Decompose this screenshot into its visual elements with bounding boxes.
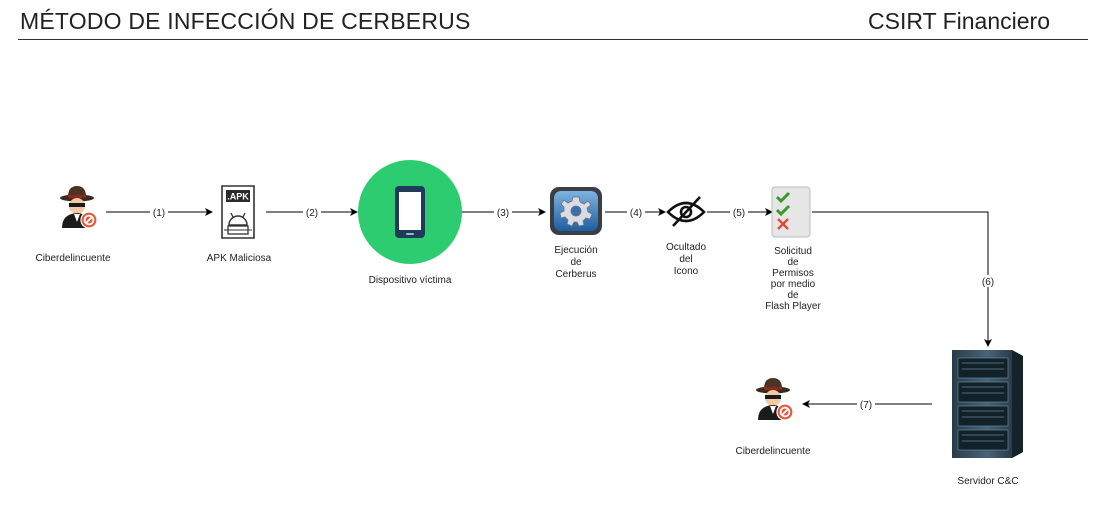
- node-label-line-1: Ocultado: [666, 242, 706, 253]
- edge-label-5: (5): [733, 208, 745, 219]
- edge-7: (7): [802, 398, 932, 411]
- forbidden-badge-icon: [776, 403, 794, 421]
- node-label: Dispositivo víctima: [369, 275, 452, 286]
- node-attacker-1: Ciberdelincuente: [35, 186, 111, 264]
- hacker-icon: [756, 378, 794, 421]
- edge-label-1: (1): [153, 208, 165, 219]
- server-rack-icon: [952, 350, 1023, 458]
- node-label-line-5: de: [787, 290, 799, 301]
- node-label-line-2: de: [570, 257, 582, 268]
- node-label-line-1: Solicitud: [774, 246, 812, 257]
- gear-app-icon: [550, 187, 602, 235]
- node-label-line-2: del: [679, 254, 692, 265]
- edge-label-2: (2): [306, 208, 318, 219]
- smartphone-icon: [395, 186, 425, 238]
- checklist-icon: [771, 186, 811, 238]
- edge-4: (4): [605, 206, 666, 219]
- node-label-line-4: por medio: [771, 279, 816, 290]
- node-label-line-3: Icono: [674, 266, 699, 277]
- node-server: Servidor C&C: [952, 350, 1023, 487]
- node-label-line-1: Ejecución: [554, 245, 597, 256]
- page-title: MÉTODO DE INFECCIÓN DE CERBERUS: [20, 8, 471, 34]
- forbidden-badge-icon: [80, 211, 98, 229]
- header-divider: [18, 39, 1088, 40]
- edge-label-3: (3): [497, 208, 509, 219]
- node-label-line-3: Permisos: [772, 268, 814, 279]
- organization-name: CSIRT Financiero: [868, 8, 1050, 34]
- eye-slash-icon: [666, 196, 706, 227]
- node-label-line-6: Flash Player: [765, 301, 821, 312]
- node-permissions: Solicitud de Permisos por medio de Flash…: [765, 186, 821, 312]
- node-label-line-2: de: [787, 257, 799, 268]
- edge-1: (1): [106, 206, 213, 219]
- hacker-icon: [60, 186, 98, 229]
- apk-file-icon: .APK: [221, 185, 255, 239]
- node-label: APK Maliciosa: [207, 253, 272, 264]
- edge-label-6: (6): [982, 277, 994, 288]
- apk-icon-text: .APK: [227, 192, 249, 202]
- node-label: Ciberdelincuente: [735, 446, 810, 457]
- edge-6: (6): [812, 211, 997, 347]
- node-apk: .APK APK Maliciosa: [207, 185, 272, 264]
- node-label: Ciberdelincuente: [35, 253, 110, 264]
- node-label-line-3: Cerberus: [555, 269, 596, 280]
- edge-3: (3): [462, 206, 546, 219]
- node-execution: Ejecución de Cerberus: [550, 187, 602, 280]
- node-label: Servidor C&C: [957, 476, 1018, 487]
- edge-5: (5): [707, 206, 773, 219]
- edge-label-4: (4): [630, 208, 642, 219]
- node-attacker-2: Ciberdelincuente: [735, 378, 811, 457]
- node-device: Dispositivo víctima: [358, 160, 462, 286]
- node-hide-icon: Ocultado del Icono: [666, 196, 706, 277]
- edge-label-7: (7): [860, 400, 872, 411]
- edge-2: (2): [266, 206, 358, 219]
